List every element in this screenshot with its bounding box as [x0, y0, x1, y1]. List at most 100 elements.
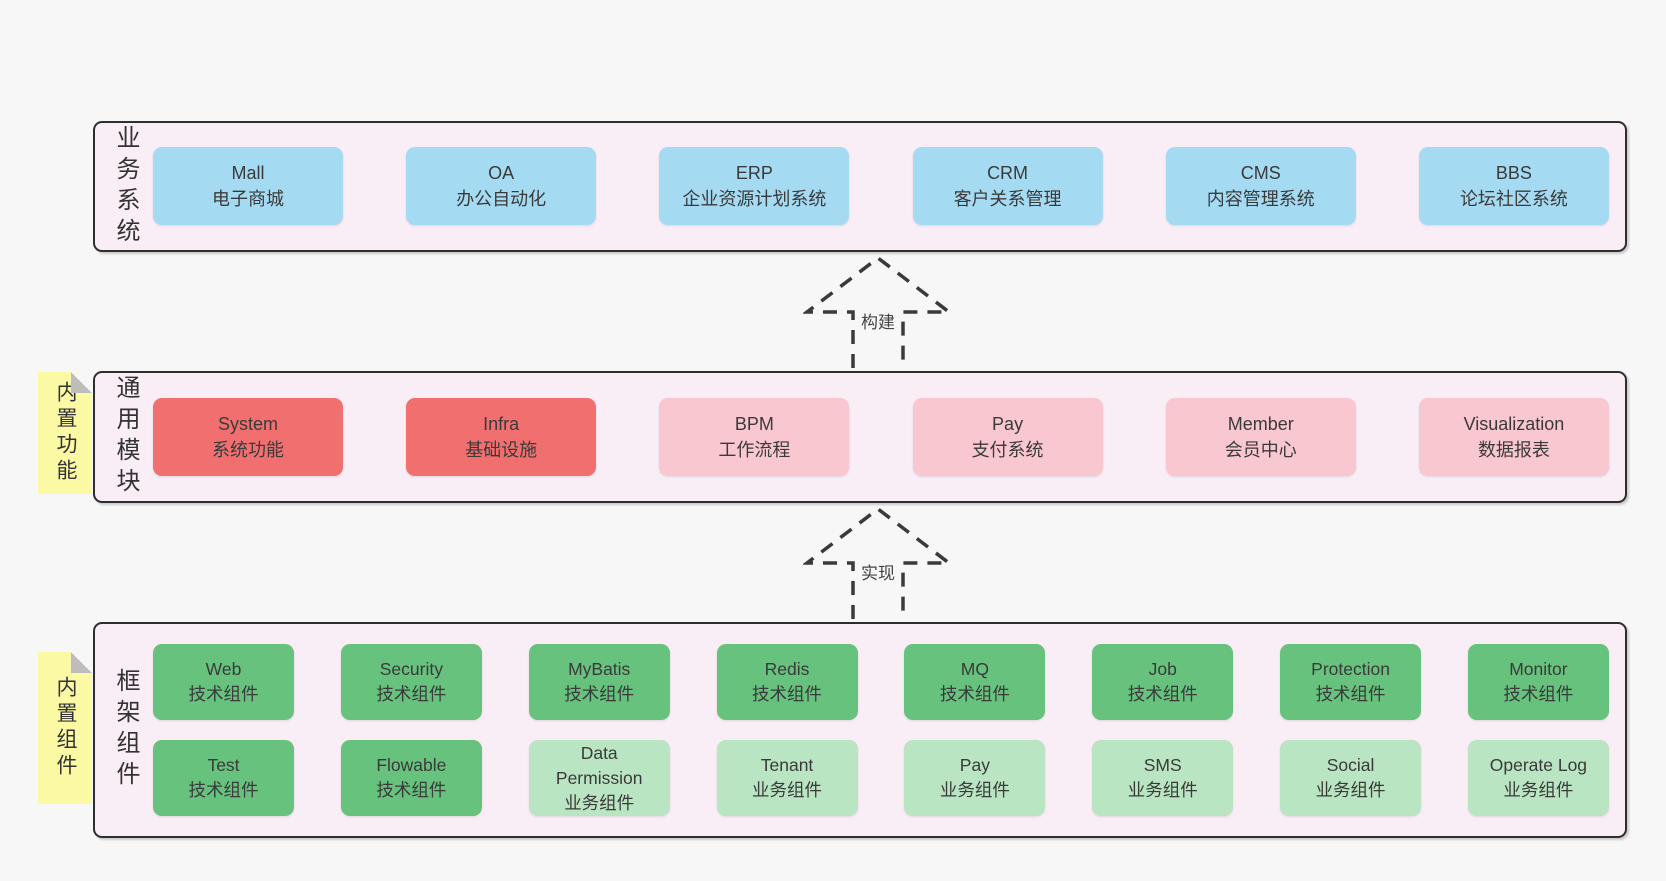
box-visualization: Visualization 数据报表: [1418, 398, 1609, 476]
box-subtitle: 技术组件: [1315, 684, 1386, 704]
box-job: Job 技术组件: [1092, 644, 1234, 720]
box-subtitle: 企业资源计划系统: [682, 189, 827, 209]
box-title: Test: [207, 755, 240, 775]
box-subtitle: 业务组件: [752, 780, 823, 800]
box-bpm: BPM 工作流程: [659, 398, 850, 476]
tag-label: 内置组件: [54, 676, 77, 780]
box-security: Security 技术组件: [340, 644, 482, 720]
box-title: BBS: [1495, 163, 1532, 183]
box-infra: Infra 基础设施: [406, 398, 597, 476]
box-subtitle: 会员中心: [1224, 440, 1297, 460]
box-title: Web: [205, 659, 242, 679]
box-tenant: Tenant 业务组件: [716, 740, 858, 816]
box-member: Member 会员中心: [1165, 398, 1356, 476]
section-framework-components: 框架组件 Web 技术组件 Security 技术组件 MyBatis 技术组件…: [93, 622, 1627, 838]
box-web: Web 技术组件: [153, 644, 294, 720]
box-subtitle: 业务组件: [939, 780, 1010, 800]
box-subtitle: 技术组件: [376, 780, 447, 800]
box-title: Visualization: [1463, 414, 1565, 434]
box-subtitle: 业务组件: [1127, 780, 1198, 800]
box-title: Tenant: [760, 755, 814, 775]
box-mq: MQ 技术组件: [904, 644, 1046, 720]
box-title: Redis: [764, 659, 810, 679]
folded-corner-icon: [71, 652, 92, 673]
box-subtitle: 支付系统: [971, 440, 1044, 460]
box-subtitle: 业务组件: [564, 792, 635, 813]
box-flowable: Flowable 技术组件: [340, 740, 482, 816]
business-box-row: Mall 电子商城 OA 办公自动化 ERP 企业资源计划系统 CRM 客户关系…: [153, 147, 1609, 225]
box-subtitle: 基础设施: [465, 440, 538, 460]
box-subtitle: 内容管理系统: [1206, 189, 1315, 209]
dashed-up-arrow-build: 构建: [803, 250, 953, 370]
box-title: CMS: [1240, 163, 1281, 183]
up-arrow-icon: [803, 506, 953, 619]
box-title: Security: [379, 659, 443, 679]
box-oa: OA 办公自动化: [406, 147, 597, 225]
box-title: Infra: [483, 414, 520, 434]
box-subtitle: 技术组件: [564, 684, 635, 704]
box-subtitle: 技术组件: [188, 684, 259, 704]
arrow-implement-label: 实现: [857, 559, 899, 584]
section-common-modules: 通用模块 System 系统功能 Infra 基础设施 BPM 工作流程 Pay…: [93, 371, 1627, 503]
arrow-build-label: 构建: [857, 308, 899, 333]
section-modules-label: 通用模块: [112, 375, 139, 499]
section-business-label: 业务系统: [112, 124, 139, 249]
up-arrow-icon: [803, 255, 953, 368]
box-title: System: [217, 414, 278, 434]
components-box-row-1: Web 技术组件 Security 技术组件 MyBatis 技术组件 Redi…: [153, 644, 1609, 720]
tag-label: 内置功能: [54, 381, 77, 485]
box-protection: Protection 技术组件: [1280, 644, 1422, 720]
components-box-row-2: Test 技术组件 Flowable 技术组件 Data Permission …: [153, 740, 1609, 816]
box-title: Operate Log: [1489, 755, 1588, 775]
box-subtitle: 技术组件: [188, 780, 259, 800]
box-pay-component: Pay 业务组件: [904, 740, 1046, 816]
box-subtitle: 技术组件: [1503, 684, 1574, 704]
box-cms: CMS 内容管理系统: [1165, 147, 1356, 225]
box-title: Mall: [231, 163, 265, 183]
sticky-tag-built-in-features: 内置功能: [38, 372, 92, 494]
section-components-label: 框架组件: [112, 668, 139, 792]
box-title: Pay: [992, 414, 1024, 434]
box-subtitle: 客户关系管理: [953, 189, 1062, 209]
box-subtitle: 电子商城: [212, 189, 284, 209]
box-system: System 系统功能: [153, 398, 343, 476]
box-title: MyBatis: [568, 659, 631, 679]
box-crm: CRM 客户关系管理: [912, 147, 1103, 225]
box-subtitle: 办公自动化: [456, 189, 547, 209]
box-data-permission: Data Permission 业务组件: [528, 740, 670, 816]
box-title: ERP: [735, 163, 773, 183]
box-subtitle: 业务组件: [1315, 780, 1386, 800]
box-title: BPM: [734, 414, 774, 434]
section-business-systems: 业务系统 Mall 电子商城 OA 办公自动化 ERP 企业资源计划系统 CRM…: [93, 121, 1627, 252]
box-operate-log: Operate Log 业务组件: [1467, 740, 1609, 816]
box-subtitle: 论坛社区系统: [1459, 189, 1568, 209]
box-title: Pay: [959, 755, 990, 775]
box-subtitle: 技术组件: [939, 684, 1010, 704]
dashed-up-arrow-implement: 实现: [803, 501, 953, 621]
box-title: Data Permission: [555, 742, 643, 788]
box-sms: SMS 业务组件: [1092, 740, 1234, 816]
box-bbs: BBS 论坛社区系统: [1418, 147, 1609, 225]
box-subtitle: 系统功能: [212, 440, 284, 460]
box-erp: ERP 企业资源计划系统: [659, 147, 850, 225]
box-subtitle: 技术组件: [1127, 684, 1198, 704]
box-subtitle: 技术组件: [376, 684, 447, 704]
box-subtitle: 工作流程: [718, 440, 791, 460]
box-social: Social 业务组件: [1280, 740, 1422, 816]
box-monitor: Monitor 技术组件: [1467, 644, 1609, 720]
box-test: Test 技术组件: [153, 740, 294, 816]
box-title: Member: [1227, 414, 1294, 434]
box-subtitle: 数据报表: [1477, 440, 1550, 460]
box-title: SMS: [1143, 755, 1182, 775]
box-title: Monitor: [1509, 659, 1568, 679]
sticky-tag-built-in-components: 内置组件: [38, 652, 92, 804]
box-title: Job: [1148, 659, 1177, 679]
box-title: MQ: [960, 659, 989, 679]
modules-box-row: System 系统功能 Infra 基础设施 BPM 工作流程 Pay 支付系统…: [153, 398, 1609, 476]
box-title: Flowable: [376, 755, 447, 775]
box-mybatis: MyBatis 技术组件: [528, 644, 670, 720]
box-title: CRM: [987, 163, 1029, 183]
box-pay-module: Pay 支付系统: [912, 398, 1103, 476]
box-title: Protection: [1311, 659, 1390, 679]
